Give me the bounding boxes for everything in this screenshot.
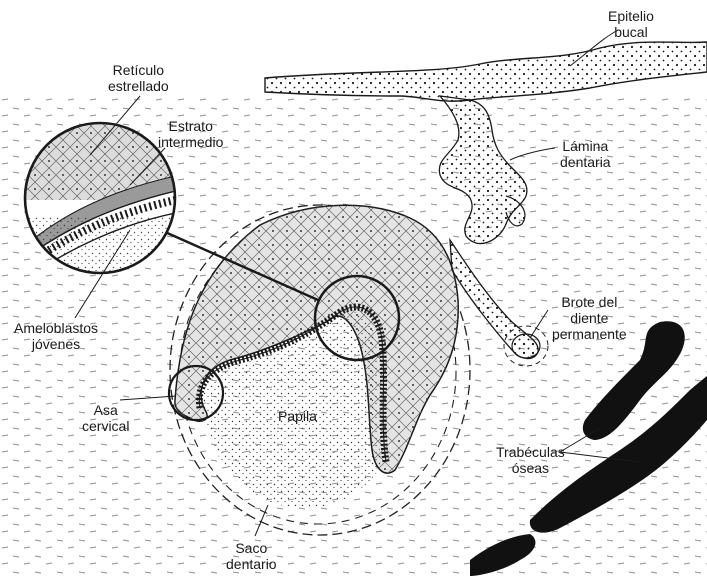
oral-epithelium: [265, 42, 707, 101]
label-papila: Papila: [278, 408, 317, 424]
